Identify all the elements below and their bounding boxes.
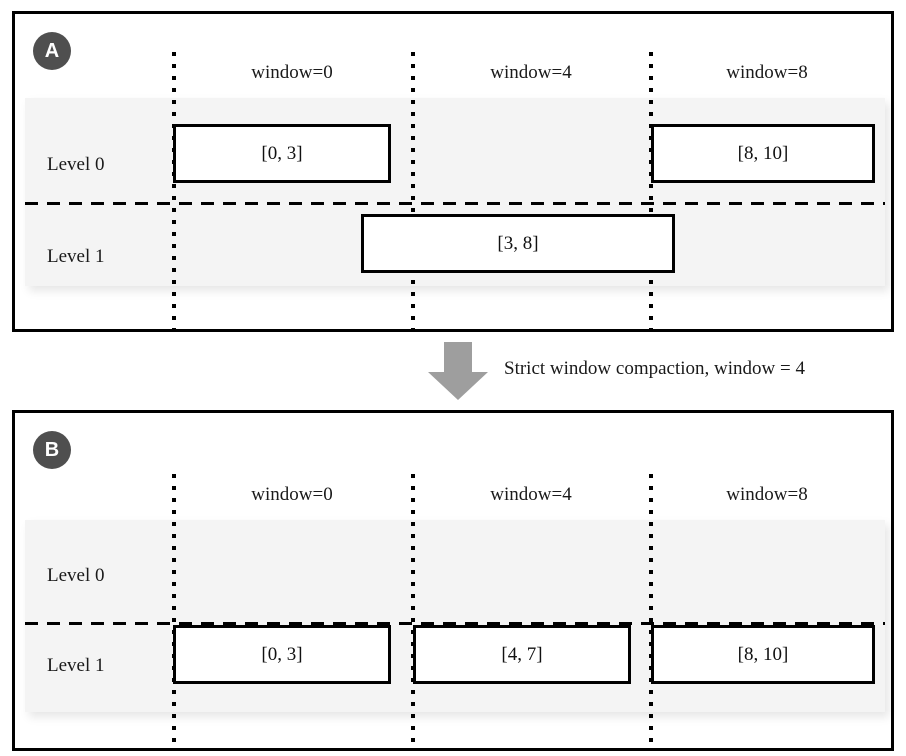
panel-b-window-divider-4 (411, 474, 415, 751)
panel-a-level-divider (25, 202, 885, 205)
panel-a-window-divider-4 (411, 52, 415, 330)
panel-a: A window=0 window=4 window=8 Level 0 Lev… (12, 11, 894, 332)
panel-b-level-divider (25, 622, 885, 625)
transition-row: Strict window compaction, window = 4 (0, 332, 906, 410)
panel-a-column-label-window-8: window=8 (726, 62, 808, 83)
arrow-down-icon (428, 342, 488, 400)
panel-a-row-label-level-1: Level 1 (47, 246, 105, 267)
panel-b-interval-box: [8, 10] (651, 625, 875, 684)
panel-b-column-label-window-0: window=0 (251, 484, 333, 505)
panel-a-window-divider-0 (172, 52, 176, 330)
panel-b-interval-box: [0, 3] (173, 625, 391, 684)
panel-b-interval-box: [4, 7] (413, 625, 631, 684)
panel-a-column-label-window-4: window=4 (490, 62, 572, 83)
panel-b-badge: B (33, 431, 71, 469)
transition-caption: Strict window compaction, window = 4 (504, 358, 805, 379)
panel-a-interval-box: [0, 3] (173, 124, 391, 183)
panel-b-column-label-window-4: window=4 (490, 484, 572, 505)
panel-b-column-label-window-8: window=8 (726, 484, 808, 505)
panel-a-column-label-window-0: window=0 (251, 62, 333, 83)
panel-a-badge: A (33, 32, 71, 70)
panel-b-window-divider-8 (649, 474, 653, 751)
panel-a-interval-box: [3, 8] (361, 214, 675, 273)
panel-a-window-divider-8 (649, 52, 653, 330)
panel-b-window-divider-0 (172, 474, 176, 751)
panel-b: B window=0 window=4 window=8 Level 0 Lev… (12, 410, 894, 751)
panel-a-row-label-level-0: Level 0 (47, 154, 105, 175)
panel-b-row-label-level-1: Level 1 (47, 655, 105, 676)
panel-b-row-label-level-0: Level 0 (47, 565, 105, 586)
panel-a-interval-box: [8, 10] (651, 124, 875, 183)
